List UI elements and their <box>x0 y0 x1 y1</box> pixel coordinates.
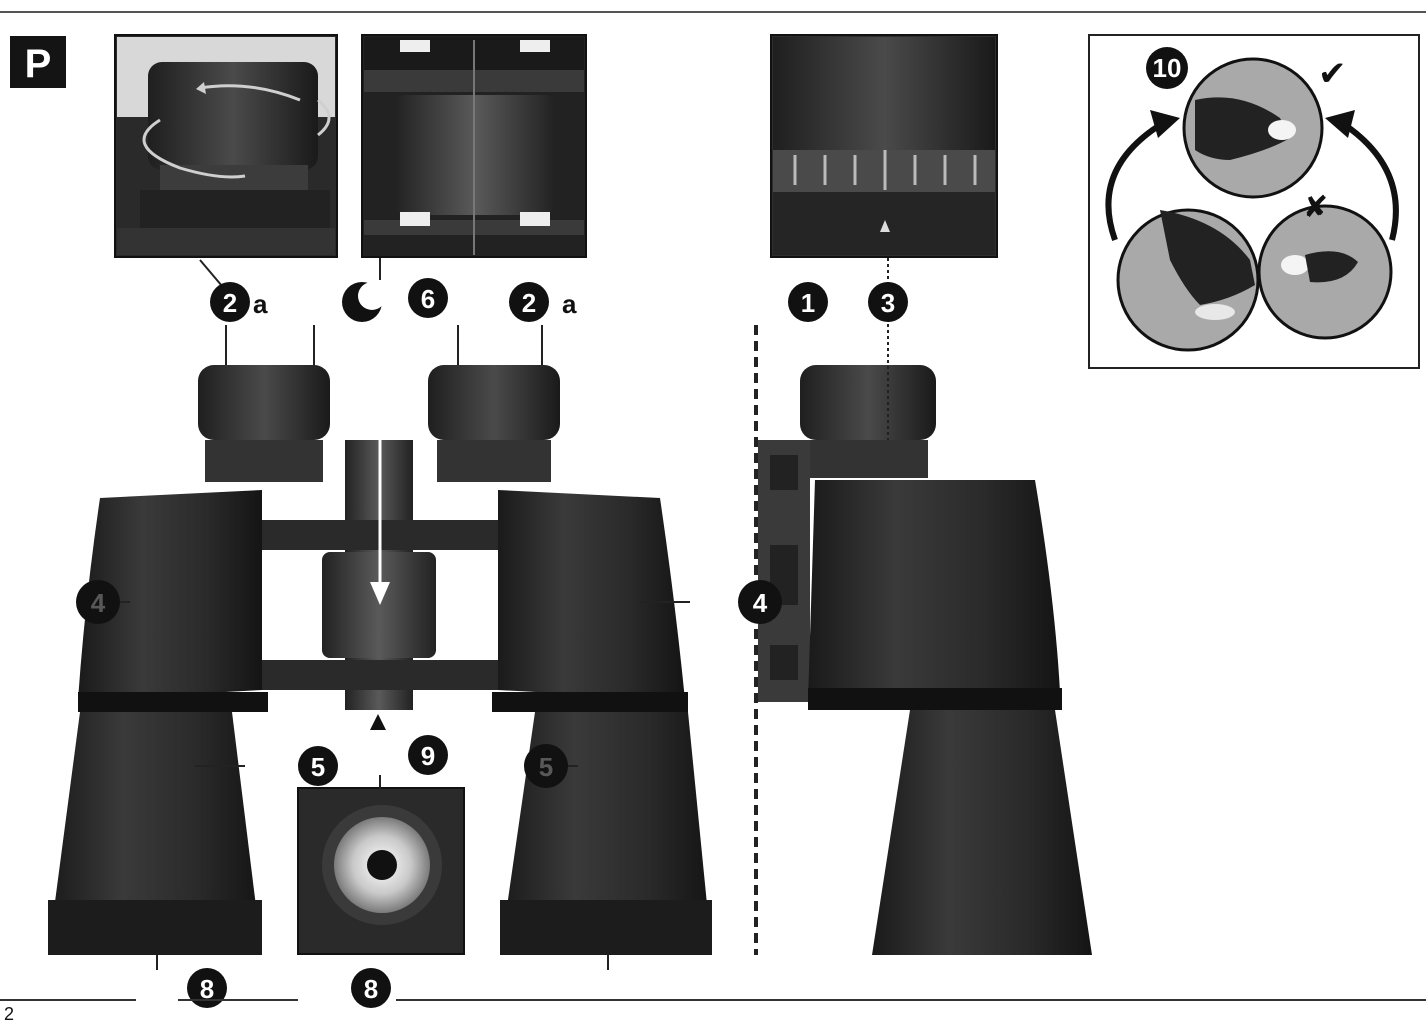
incorrect-cross-icon: ✘ <box>1303 190 1328 225</box>
svg-text:8: 8 <box>200 974 214 1004</box>
inset-alignment: ✔ ✘ <box>1088 34 1420 369</box>
focus-arrow-icon <box>370 582 390 605</box>
callout-10: 10 <box>1146 47 1188 89</box>
callout-3: 3 <box>868 282 908 322</box>
callout-4-left: 4 <box>76 580 120 624</box>
page-number: 2 <box>4 1004 14 1021</box>
callout-1: 1 <box>788 282 828 322</box>
svg-text:a: a <box>562 289 577 319</box>
inset-eyecup <box>114 34 338 258</box>
callout-2a: 2 a <box>210 282 268 322</box>
correct-check-icon: ✔ <box>1318 54 1347 94</box>
right-merge-arrow-icon <box>1343 122 1399 241</box>
svg-text:5: 5 <box>539 752 553 782</box>
svg-text:10: 10 <box>1153 53 1182 83</box>
callout-4-side: 4 <box>738 580 782 624</box>
callout-9: 9 <box>408 735 448 775</box>
inset-diopter <box>770 34 998 258</box>
svg-text:a: a <box>253 289 268 319</box>
callout-8-center: 8 <box>351 968 391 1008</box>
binoculars-side-view <box>758 365 1092 955</box>
binoculars-front-view <box>48 365 712 955</box>
callout-6: 6 <box>408 278 448 318</box>
inset-objective-lens <box>297 787 465 955</box>
callout-5-left: 5 <box>298 746 338 786</box>
svg-text:1: 1 <box>801 288 815 318</box>
callout-5-right: 5 <box>524 744 568 788</box>
left-merge-arrow-icon <box>1105 122 1162 242</box>
svg-text:5: 5 <box>311 752 325 782</box>
section-badge: P <box>10 36 66 88</box>
svg-text:6: 6 <box>421 284 435 314</box>
rotate-arrow-icon <box>199 84 301 102</box>
svg-text:2: 2 <box>223 288 237 318</box>
section-badge-label: P <box>25 42 52 86</box>
svg-text:2: 2 <box>522 288 536 318</box>
callout-8-left: 8 <box>187 968 227 1008</box>
index-mark-icon <box>880 220 890 232</box>
moon-icon <box>342 282 386 322</box>
svg-text:4: 4 <box>91 588 106 618</box>
svg-text:3: 3 <box>881 288 895 318</box>
inset-focus-wheel <box>361 34 587 258</box>
svg-text:4: 4 <box>753 588 768 618</box>
svg-text:8: 8 <box>364 974 378 1004</box>
callout-2a-right: 2 a <box>509 282 577 322</box>
svg-text:9: 9 <box>421 741 435 771</box>
